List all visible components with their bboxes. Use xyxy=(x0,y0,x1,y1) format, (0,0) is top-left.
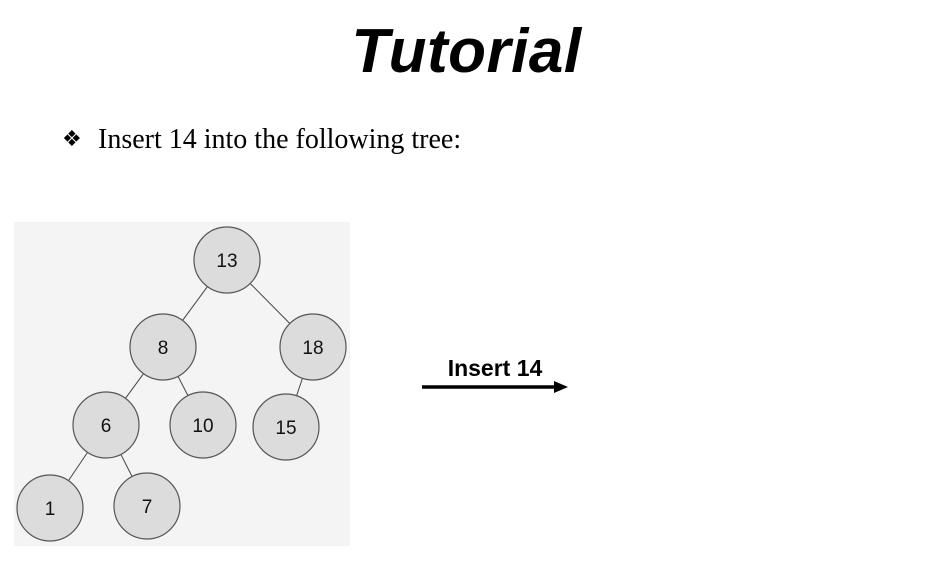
tree-node-circle xyxy=(279,313,347,381)
tree-edge xyxy=(296,378,303,396)
tree-node: 10 xyxy=(169,391,237,459)
tree-node-circle xyxy=(72,391,140,459)
tree-node-label: 15 xyxy=(275,418,296,439)
tree-node: 6 xyxy=(72,391,140,459)
page-title: Tutorial xyxy=(351,17,582,86)
tree-nodes: 13 8 18 6 10 15 1 7 xyxy=(16,226,347,542)
instruction-line: ❖ Insert 14 into the following tree: xyxy=(62,120,461,160)
tree-node-label: 6 xyxy=(101,416,112,437)
tree-edge xyxy=(177,376,189,396)
right-arrow-icon xyxy=(422,381,568,393)
tree-node-circle xyxy=(16,474,84,542)
tree-node: 8 xyxy=(129,313,197,381)
four-diamond-bullet-icon: ❖ xyxy=(62,127,82,152)
tree-node: 18 xyxy=(279,313,347,381)
tree-node: 1 xyxy=(16,474,84,542)
tree-node-circle xyxy=(193,226,261,294)
tree-node-circle xyxy=(113,472,181,540)
tree-edge xyxy=(120,454,133,477)
tree-node: 13 xyxy=(193,226,261,294)
tree-node-label: 13 xyxy=(216,251,237,272)
arrow-label: Insert 14 xyxy=(447,355,543,381)
instruction-text: Insert 14 into the following tree: xyxy=(98,124,462,155)
tree-edge xyxy=(249,283,291,324)
tree-edges xyxy=(68,283,303,481)
tree-node-label: 8 xyxy=(158,338,169,359)
tree-node-circle xyxy=(129,313,197,381)
tree-node: 15 xyxy=(252,393,320,461)
tree-edge xyxy=(68,452,88,481)
tree-edge xyxy=(182,286,208,321)
tree-node-label: 10 xyxy=(192,416,213,437)
tree-node-label: 7 xyxy=(142,497,153,518)
tree-node-circle xyxy=(169,391,237,459)
tree-node-label: 1 xyxy=(45,499,56,520)
tree-edge xyxy=(125,373,144,399)
tree-node-circle xyxy=(252,393,320,461)
tree-node-label: 18 xyxy=(302,338,323,359)
tree-node: 7 xyxy=(113,472,181,540)
